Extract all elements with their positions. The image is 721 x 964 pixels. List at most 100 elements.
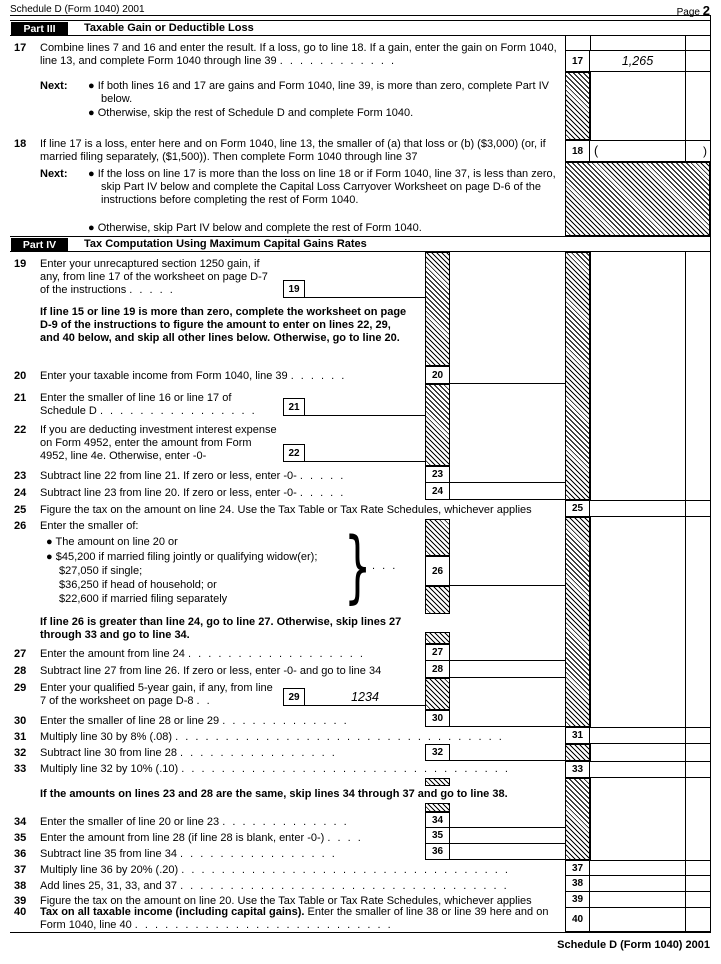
hatched-area	[425, 252, 450, 366]
next17-bullet1: ● If both lines 16 and 17 are gains and …	[88, 80, 549, 105]
line20-amount-field[interactable]	[450, 366, 565, 384]
line36-amount-field[interactable]	[450, 844, 565, 860]
line38-amount-field[interactable]	[590, 876, 685, 892]
line39-cents-field[interactable]	[685, 892, 710, 908]
line32-amount-field[interactable]	[450, 744, 565, 761]
line25-number: 25	[14, 504, 27, 516]
line29-entry-row: 29 1234	[283, 688, 425, 706]
line33-entry-row: 33	[565, 761, 710, 778]
line27-box-number: 27	[425, 644, 450, 661]
line24-number: 24	[14, 487, 27, 499]
line32-text: Subtract line 30 from line 28 . . . . . …	[40, 747, 337, 759]
line17-number: 17	[14, 42, 27, 54]
line40-entry-row: 40	[565, 908, 710, 932]
line19-amount-field[interactable]	[305, 280, 425, 298]
line40-cents-field[interactable]	[685, 908, 710, 932]
line31-cents-field[interactable]	[685, 728, 710, 744]
line31-entry-row: 31	[565, 727, 710, 744]
page-number: 2	[702, 3, 710, 18]
hatched-area	[565, 778, 590, 860]
line33-amount-field[interactable]	[590, 762, 685, 778]
line26-number: 26	[14, 520, 27, 532]
line39-box-number: 39	[565, 892, 590, 908]
hatched-area	[425, 778, 450, 786]
hatched-area	[425, 803, 450, 812]
dot-leader: . . . . . . . . . . . . . . . . . . . . …	[134, 919, 393, 931]
line24-entry-row: 24	[425, 483, 565, 500]
line23-amount-field[interactable]	[450, 466, 565, 483]
line31-amount-field[interactable]	[590, 728, 685, 744]
line25-entry-row: 25	[565, 500, 710, 517]
line35-text: Enter the amount from line 28 (if line 2…	[40, 832, 363, 844]
line23-box-number: 23	[425, 466, 450, 483]
line18-cents-field[interactable]: )	[685, 141, 710, 162]
line24-box-number: 24	[425, 483, 450, 500]
line39-number: 39	[14, 895, 27, 907]
part4-title: Tax Computation Using Maximum Capital Ga…	[84, 238, 367, 250]
page-indicator: Page 2	[677, 3, 710, 18]
line21-text: Enter the smaller of line 16 or line 17 …	[40, 392, 257, 417]
line27-amount-field[interactable]	[450, 644, 565, 661]
line38-number: 38	[14, 880, 27, 892]
line34-entry-row: 34	[425, 812, 565, 828]
line32-entry-row: 32	[425, 744, 565, 761]
line26-item5: $22,600 if married filing separately	[59, 593, 228, 605]
note-lines-23-28: If the amounts on lines 23 and 28 are th…	[40, 788, 508, 800]
line36-entry-row: 36	[425, 844, 565, 860]
line36-number: 36	[14, 848, 27, 860]
dot-leader: . . . . . . . . . . . .	[279, 55, 397, 67]
line39-amount-field[interactable]	[590, 892, 685, 908]
line25-cents-field[interactable]	[685, 501, 710, 517]
line38-box-number: 38	[565, 876, 590, 892]
line26-amount-field[interactable]	[450, 556, 565, 586]
line30-amount-field[interactable]	[450, 710, 565, 727]
dot-leader: . . . . . . . . . . . . .	[222, 816, 349, 828]
line25-amount-field[interactable]	[590, 501, 685, 517]
line40-amount-field[interactable]	[590, 908, 685, 932]
line28-amount-field[interactable]	[450, 661, 565, 678]
line33-text: Multiply line 32 by 10% (.10) . . . . . …	[40, 763, 510, 775]
part3-header: Part III Taxable Gain or Deductible Loss	[10, 20, 710, 36]
bullet-icon: ●	[88, 80, 95, 92]
bullet-icon: ●	[88, 107, 95, 119]
line37-amount-field[interactable]	[590, 861, 685, 876]
hatched-area	[425, 586, 450, 614]
line21-amount-field[interactable]	[305, 398, 425, 416]
line32-box-number: 32	[425, 744, 450, 761]
line38-cents-field[interactable]	[685, 876, 710, 892]
line34-number: 34	[14, 816, 27, 828]
line18-amount-field[interactable]: (	[590, 141, 685, 162]
line17-amount-field[interactable]: 1,265	[590, 51, 685, 72]
line30-number: 30	[14, 715, 27, 727]
line24-amount-field[interactable]	[450, 483, 565, 500]
line36-text: Subtract line 35 from line 34 . . . . . …	[40, 848, 337, 860]
bullet-icon: ●	[88, 168, 95, 180]
line22-amount-field[interactable]	[305, 444, 425, 462]
part4-header: Part IV Tax Computation Using Maximum Ca…	[10, 236, 710, 252]
top-rule	[10, 15, 710, 16]
part3-title: Taxable Gain or Deductible Loss	[84, 22, 254, 34]
bullet-icon: ●	[46, 536, 53, 548]
line34-amount-field[interactable]	[450, 812, 565, 828]
line19-entry-row: 19	[283, 280, 425, 298]
line21-box-number: 21	[283, 398, 305, 416]
vertical-rule-cents	[685, 36, 686, 933]
line30-entry-row: 30	[425, 710, 565, 727]
line33-number: 33	[14, 763, 27, 775]
dot-leader: . . . . .	[299, 470, 346, 482]
line26-item3: $27,050 if single;	[59, 565, 143, 577]
line31-box-number: 31	[565, 728, 590, 744]
line17-cents-field[interactable]	[685, 51, 710, 72]
line33-cents-field[interactable]	[685, 762, 710, 778]
hatched-area	[565, 744, 590, 761]
part4-label: Part IV	[11, 238, 68, 251]
page-label: Page	[676, 7, 700, 18]
line27-number: 27	[14, 648, 27, 660]
line40-text: Tax on all taxable income (including cap…	[40, 906, 549, 931]
line29-amount-field[interactable]: 1234	[305, 688, 425, 706]
line37-cents-field[interactable]	[685, 861, 710, 876]
line28-text: Subtract line 27 from line 26. If zero o…	[40, 665, 382, 677]
line22-entry-row: 22	[283, 444, 425, 462]
vertical-rule-right-edge	[710, 15, 711, 933]
line35-amount-field[interactable]	[450, 828, 565, 844]
